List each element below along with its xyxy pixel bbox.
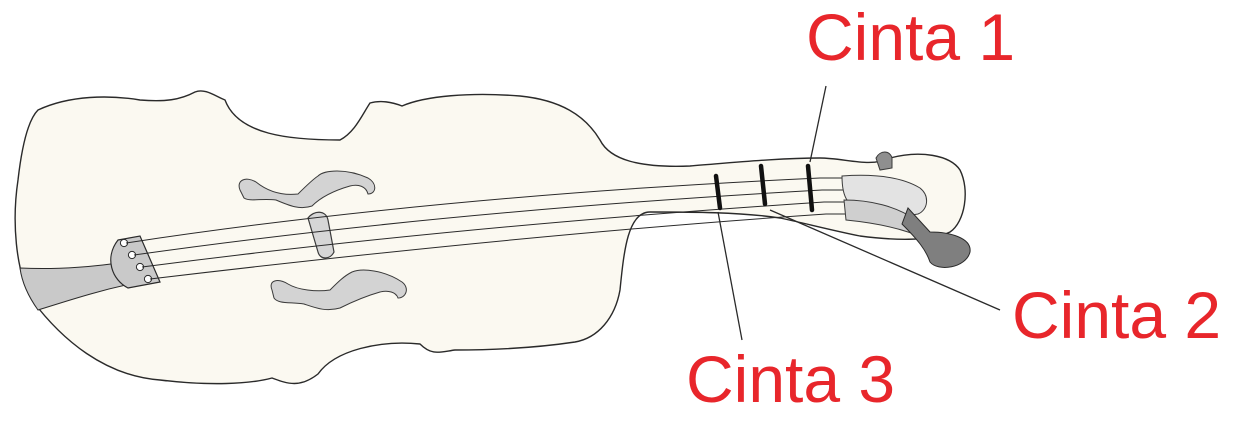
label-cinta-3: Cinta 3 (686, 346, 895, 412)
label-cinta-2: Cinta 2 (1012, 282, 1221, 348)
label-cinta-1: Cinta 1 (806, 4, 1015, 70)
leader-cinta-1 (810, 86, 826, 162)
leader-cinta-3 (718, 212, 742, 340)
violin-body (15, 91, 965, 384)
